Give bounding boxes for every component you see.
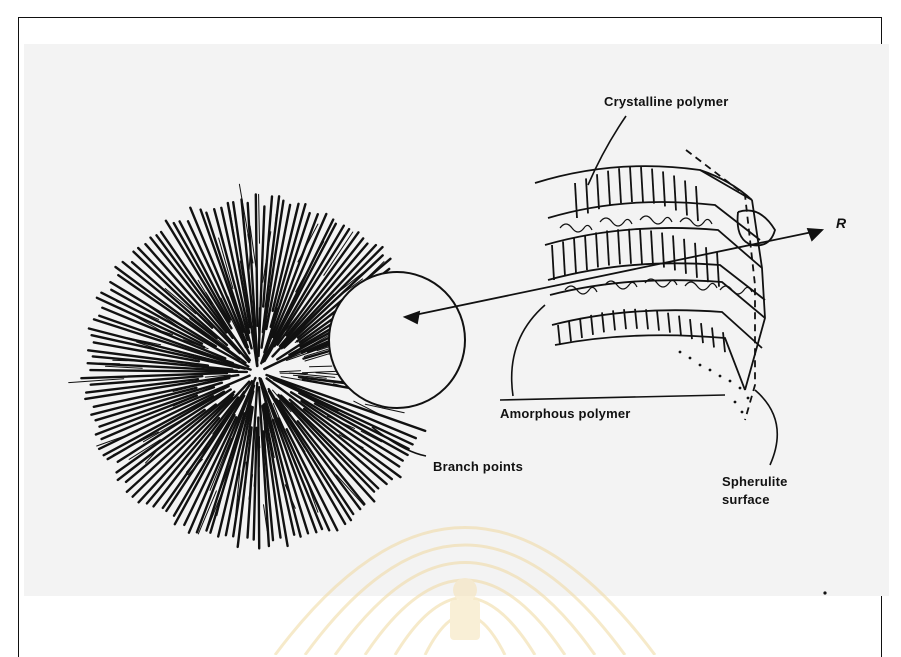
lamella-fold [618, 229, 620, 264]
lamella-fold [607, 231, 609, 266]
lamella-fold [569, 321, 571, 341]
lamella-fold [673, 235, 675, 270]
fibril [336, 475, 364, 506]
amorphous-chain [685, 282, 717, 290]
fibril [255, 445, 256, 472]
branch-points-label: Branch points [433, 459, 523, 474]
lamella-fold [597, 174, 599, 209]
crystalline-lamellae [552, 167, 725, 352]
fibril [99, 363, 120, 364]
lamellar-stack-detail [535, 150, 775, 420]
lamella-fold [591, 315, 593, 335]
lamella-fold [552, 245, 554, 280]
magnified-region-circle [329, 272, 465, 408]
lamella-fold [574, 238, 576, 273]
lamella-fold [558, 325, 560, 345]
amorphous-chain [560, 224, 592, 232]
lamella-fold [629, 229, 631, 264]
fibril [280, 371, 301, 372]
lamella-fold [701, 323, 703, 343]
fibril [259, 194, 260, 243]
lamella-fold [596, 232, 598, 267]
lamella-fold [706, 247, 708, 282]
crystalline-polymer-label: Crystalline polymer [604, 94, 728, 109]
radius-arrow [405, 229, 822, 323]
lamella-fold [563, 241, 565, 276]
lamella-fold [668, 313, 670, 333]
amorphous-chain [600, 218, 632, 226]
lamella-fold [651, 231, 653, 266]
fibril [310, 366, 332, 367]
lamella-fold [685, 181, 687, 216]
amorphous-polymer-label: Amorphous polymer [500, 406, 631, 421]
amorphous-chain [640, 216, 672, 224]
lamella-fold [608, 171, 610, 206]
lamella-ray [110, 282, 215, 346]
lamella-fold [585, 235, 587, 270]
lamella-fold [712, 328, 714, 348]
fibril [290, 213, 295, 237]
radius-label: R [836, 215, 846, 231]
lamella-ray [256, 195, 258, 326]
spherulite-surface-label: Spherulite surface [722, 473, 792, 509]
lamella-fold [679, 316, 681, 336]
lamella-fold [619, 168, 621, 203]
lamella-fold [723, 332, 725, 352]
lamella-fold [580, 318, 582, 338]
lamella-fold [684, 239, 686, 274]
lamella-fold [641, 167, 643, 202]
lamella-fold [630, 167, 632, 202]
lamella-fold [640, 229, 642, 264]
lamella-fold [696, 186, 698, 221]
lamella-fold [575, 183, 577, 218]
amorphous-chain [680, 218, 712, 226]
lamella-fold [652, 169, 654, 204]
lamella-fold [695, 243, 697, 278]
lamella-fold [646, 309, 648, 329]
lamella-fold [674, 176, 676, 211]
lamella-fold [657, 311, 659, 331]
